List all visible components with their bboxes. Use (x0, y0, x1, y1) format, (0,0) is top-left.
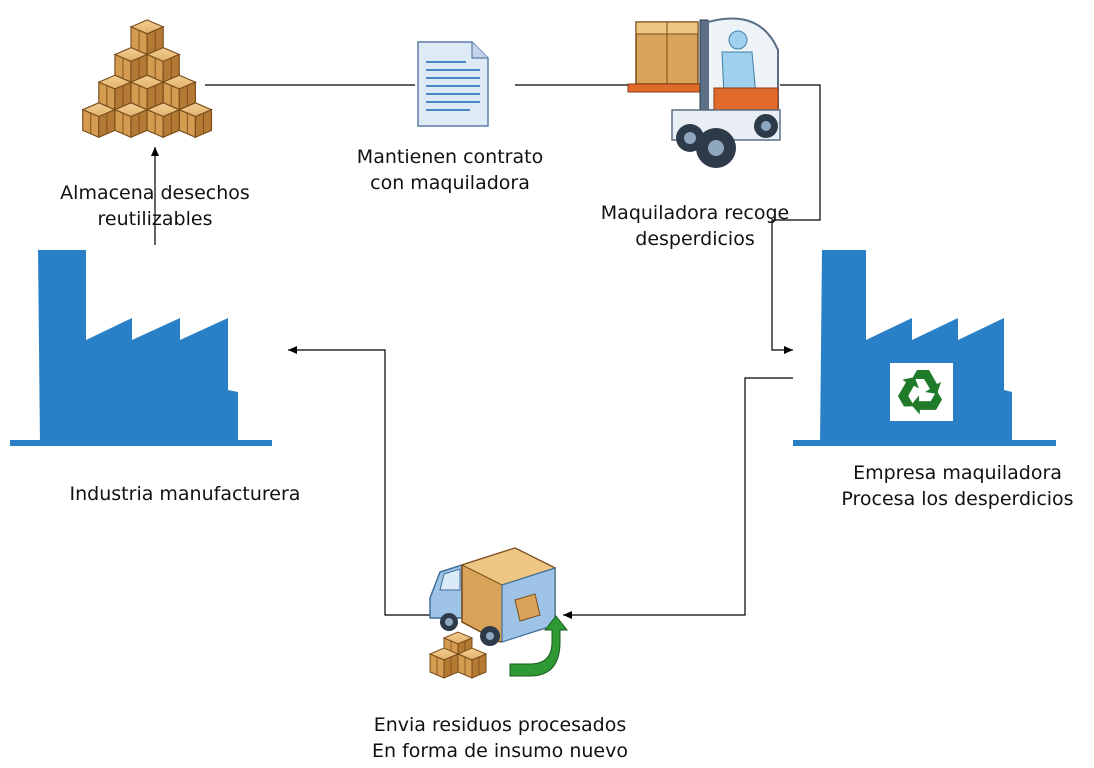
delivery-label-line1: Envia residuos procesados (373, 714, 627, 736)
delivery-label: Envia residuos procesados En forma de in… (345, 712, 655, 764)
industry-label: Industria manufacturera (40, 481, 330, 507)
recycle-icon (897, 370, 943, 415)
stacked-boxes-icon (82, 19, 213, 138)
contract-label-line1: Mantienen contrato (356, 146, 544, 168)
delivery-label-line2: En forma de insumo nuevo (372, 740, 628, 762)
company-label-line2: Procesa los desperdicios (841, 488, 1074, 510)
industry-label-text: Industria manufacturera (69, 483, 301, 505)
arrow-truck-to-industry (288, 346, 430, 616)
company-factory-icon (793, 250, 1056, 446)
forklift-icon (627, 17, 781, 168)
storage-label-line2: reutilizables (97, 208, 213, 230)
connectors (151, 84, 821, 619)
storage-label-line1: Almacena desechos (60, 182, 250, 204)
pickup-label: Maquiladora recoge desperdicios (590, 200, 800, 252)
company-label-line1: Empresa maquiladora (853, 462, 1062, 484)
industry-factory-icon (10, 250, 272, 446)
arrow-forklift-to-company (771, 84, 821, 354)
arrow-company-to-truck (563, 377, 793, 619)
pickup-label-line1: Maquiladora recoge (600, 202, 790, 224)
contract-label: Mantienen contrato con maquiladora (330, 144, 570, 196)
pickup-label-line2: desperdicios (635, 228, 755, 250)
contract-document-icon (417, 41, 489, 127)
delivery-truck-icon (429, 547, 569, 679)
contract-label-line2: con maquiladora (370, 172, 530, 194)
storage-label: Almacena desechos reutilizables (40, 180, 270, 232)
company-label: Empresa maquiladora Procesa los desperdi… (825, 460, 1090, 512)
